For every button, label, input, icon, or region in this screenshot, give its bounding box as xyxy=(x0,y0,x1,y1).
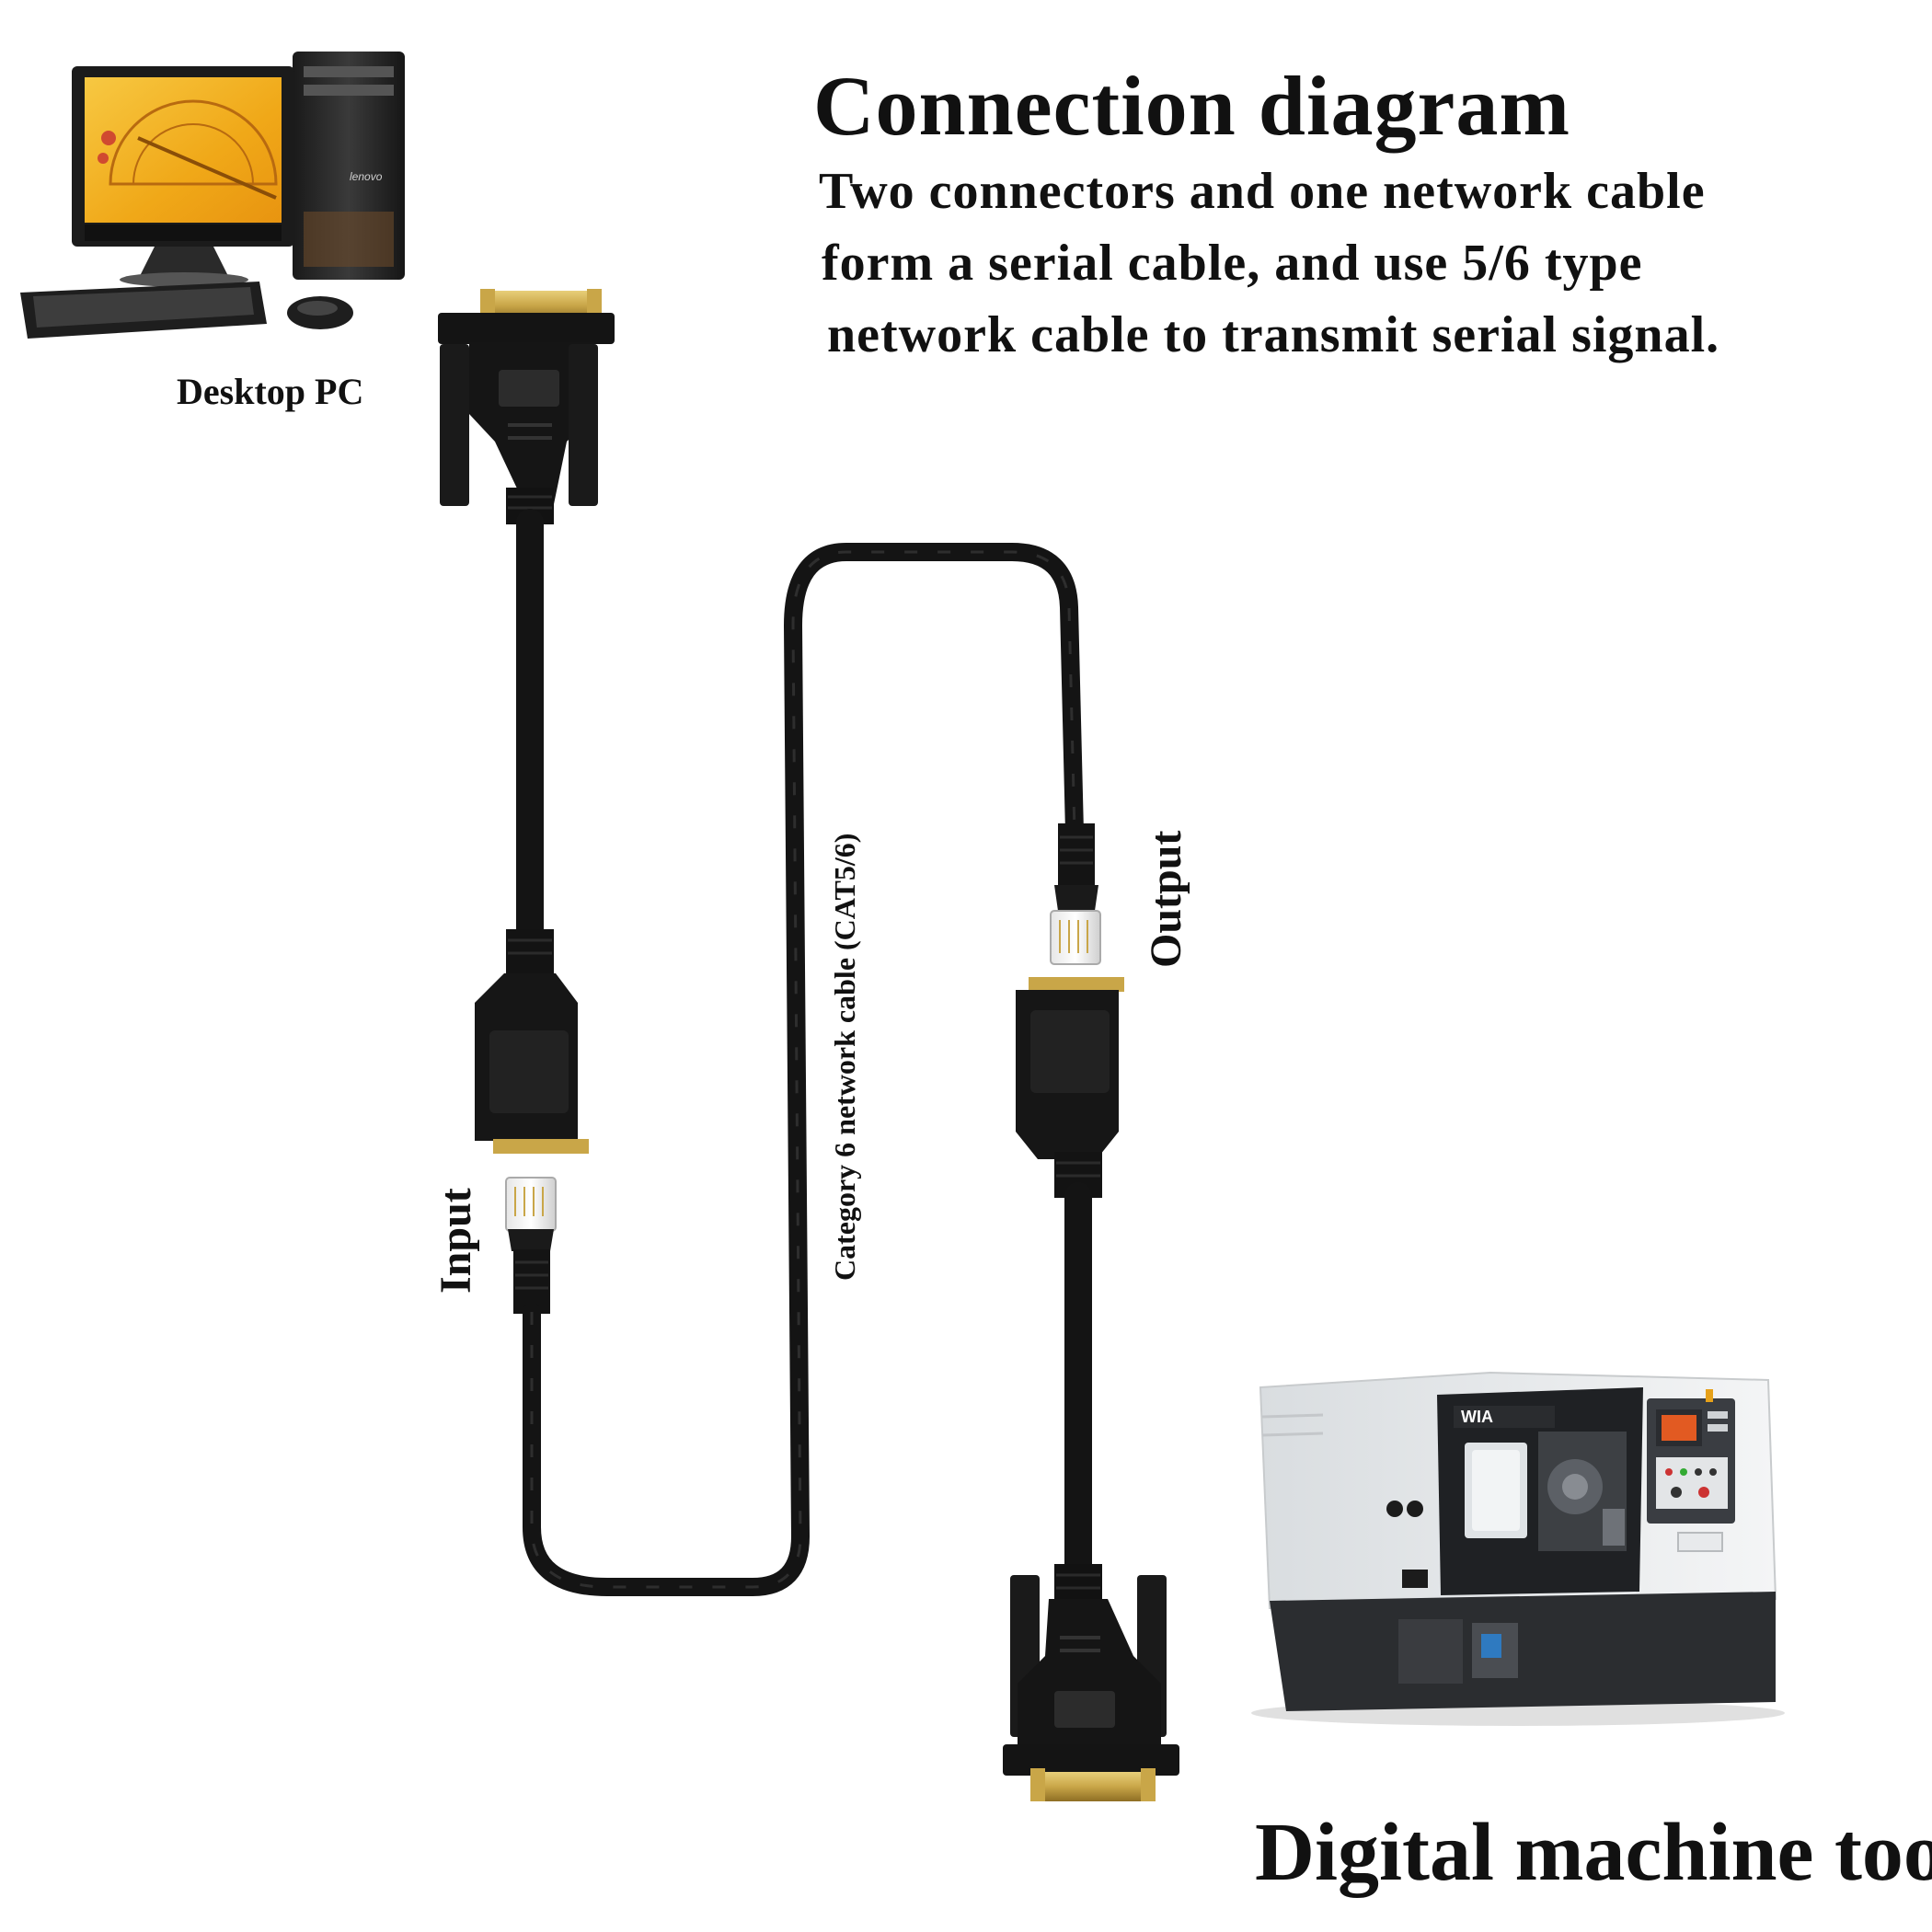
pc-screen xyxy=(85,77,282,223)
monitor-brand: lenovo xyxy=(350,170,383,183)
cnc-machine-image: WIA xyxy=(1251,1371,1785,1726)
output-label: Output xyxy=(1142,830,1190,968)
db9-connector-bottom xyxy=(1003,1564,1179,1801)
description-line-2: form a serial cable, and use 5/6 type xyxy=(822,235,1643,292)
db9-connector-top xyxy=(438,289,615,524)
rj45-plug-output xyxy=(1050,823,1101,965)
rj45-adapter-input xyxy=(475,929,589,1154)
description-line-3: network cable to transmit serial signal. xyxy=(827,306,1720,363)
desktop-pc-label: Desktop PC xyxy=(177,371,364,412)
cable-type-label: Category 6 network cable (CAT5/6) xyxy=(828,833,861,1281)
machine-tool-label: Digital machine tool xyxy=(1255,1807,1932,1898)
flat-network-cable xyxy=(523,543,1084,1596)
input-label: Input xyxy=(431,1188,480,1294)
description-line-1: Two connectors and one network cable xyxy=(819,163,1706,220)
rj45-adapter-output xyxy=(1016,977,1124,1198)
rj45-plug-input xyxy=(505,1177,557,1314)
diagram-title: Connection diagram xyxy=(813,59,1570,153)
machine-brand: WIA xyxy=(1461,1408,1493,1426)
desktop-pc-image xyxy=(20,52,405,339)
